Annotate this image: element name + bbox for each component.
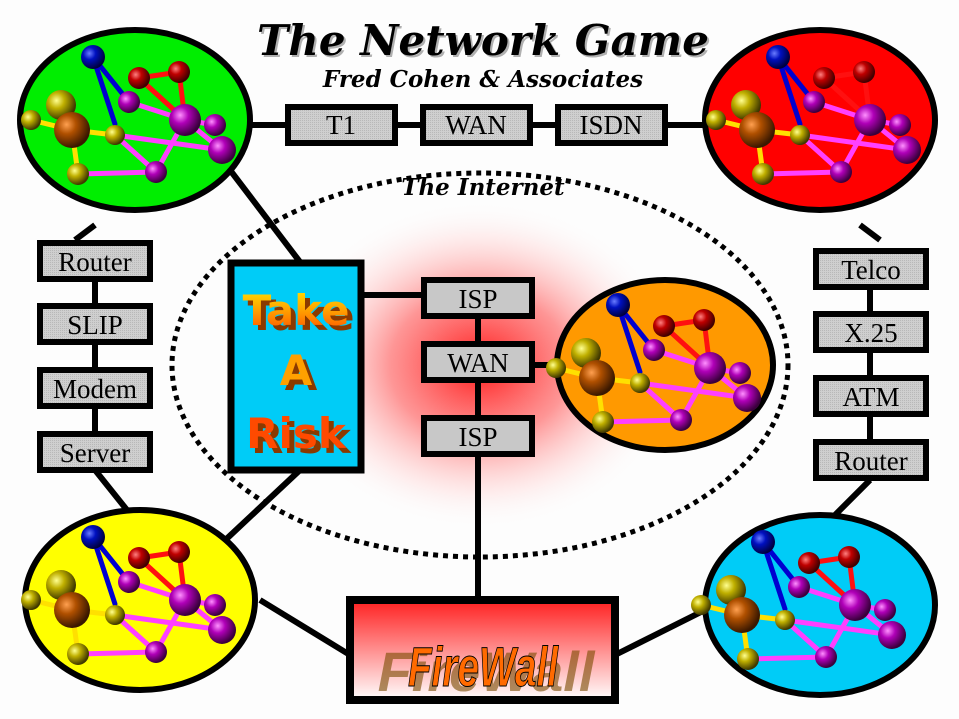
svg-text:Router: Router <box>834 446 908 476</box>
svg-text:ISDN: ISDN <box>579 110 642 140</box>
link-box-wan-top[interactable]: WAN <box>420 104 533 146</box>
svg-text:Telco: Telco <box>841 255 901 285</box>
svg-text:ISP: ISP <box>458 422 497 452</box>
link-box-atm[interactable]: ATM <box>813 375 929 417</box>
svg-text:WAN: WAN <box>447 348 509 378</box>
svg-text:A: A <box>285 351 318 400</box>
link-box-slip[interactable]: SLIP <box>37 303 153 345</box>
link-box-x25[interactable]: X.25 <box>813 311 929 353</box>
svg-text:Modem: Modem <box>53 374 137 404</box>
internet-label: The Internet <box>401 174 565 201</box>
link-box-isp-lower[interactable]: ISP <box>421 415 535 457</box>
a-label: A <box>280 346 313 395</box>
svg-text:WAN: WAN <box>445 110 507 140</box>
link-box-telco[interactable]: Telco <box>813 248 929 290</box>
svg-text:Risk: Risk <box>251 414 352 463</box>
take-a-risk-button[interactable]: Take Take A A Risk Risk <box>227 259 365 474</box>
link-box-router-left[interactable]: Router <box>37 240 153 282</box>
svg-text:SLIP: SLIP <box>67 310 123 340</box>
page-title: The Network Game <box>257 16 709 65</box>
svg-text:Take: Take <box>248 291 355 340</box>
network-bottom-left[interactable] <box>21 507 258 693</box>
svg-text:ISP: ISP <box>458 284 497 314</box>
link-box-router-right[interactable]: Router <box>813 439 929 481</box>
link-box-modem[interactable]: Modem <box>37 367 153 409</box>
risk-label: Risk <box>246 409 347 458</box>
take-label: Take <box>243 286 350 335</box>
link-box-isp-upper[interactable]: ISP <box>421 277 535 319</box>
svg-text:FireWall: FireWall <box>378 640 596 703</box>
svg-text:T1: T1 <box>326 110 356 140</box>
svg-text:Router: Router <box>58 247 132 277</box>
network-top-left[interactable] <box>17 27 253 213</box>
link-box-isdn[interactable]: ISDN <box>555 104 668 146</box>
svg-text:Server: Server <box>60 438 130 468</box>
link-box-t1[interactable]: T1 <box>285 104 398 146</box>
internet-boundary <box>169 170 791 560</box>
svg-text:X.25: X.25 <box>844 318 897 348</box>
firewall-box[interactable]: FireWall FireWall <box>346 596 619 704</box>
link-box-server[interactable]: Server <box>37 431 153 473</box>
network-center[interactable] <box>546 277 776 453</box>
link-box-wan-center[interactable]: WAN <box>421 341 535 383</box>
firewall-label: FireWall <box>408 635 559 698</box>
svg-text:ATM: ATM <box>842 382 899 412</box>
svg-text:The Network Game: The Network Game <box>259 18 711 67</box>
page-subtitle: Fred Cohen & Associates <box>322 66 643 93</box>
network-bottom-right[interactable] <box>691 512 938 698</box>
network-top-right[interactable] <box>702 27 938 213</box>
